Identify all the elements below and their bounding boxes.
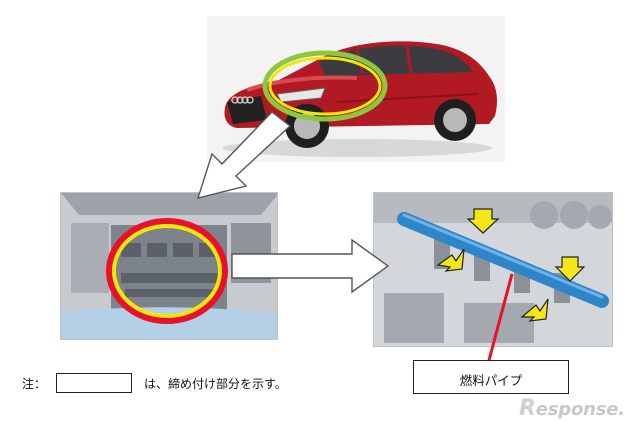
response-watermark: Response.: [519, 396, 625, 421]
note-prefix: 注：: [22, 375, 56, 392]
legend-note: 注： は、締め付け部分を示す。: [22, 372, 287, 394]
note-text: は、締め付け部分を示す。: [144, 375, 287, 392]
legend-sample-box: [56, 373, 132, 393]
fuel-pipe-callout: 燃料パイプ: [413, 360, 569, 394]
watermark-mark: R: [519, 396, 536, 421]
callout-label: 燃料パイプ: [460, 370, 523, 389]
white-block-arrow-icon: [232, 240, 388, 292]
callout-pointer-line: [488, 274, 512, 364]
white-block-arrow-icon: [198, 112, 290, 198]
watermark-text: esponse.: [536, 399, 625, 420]
